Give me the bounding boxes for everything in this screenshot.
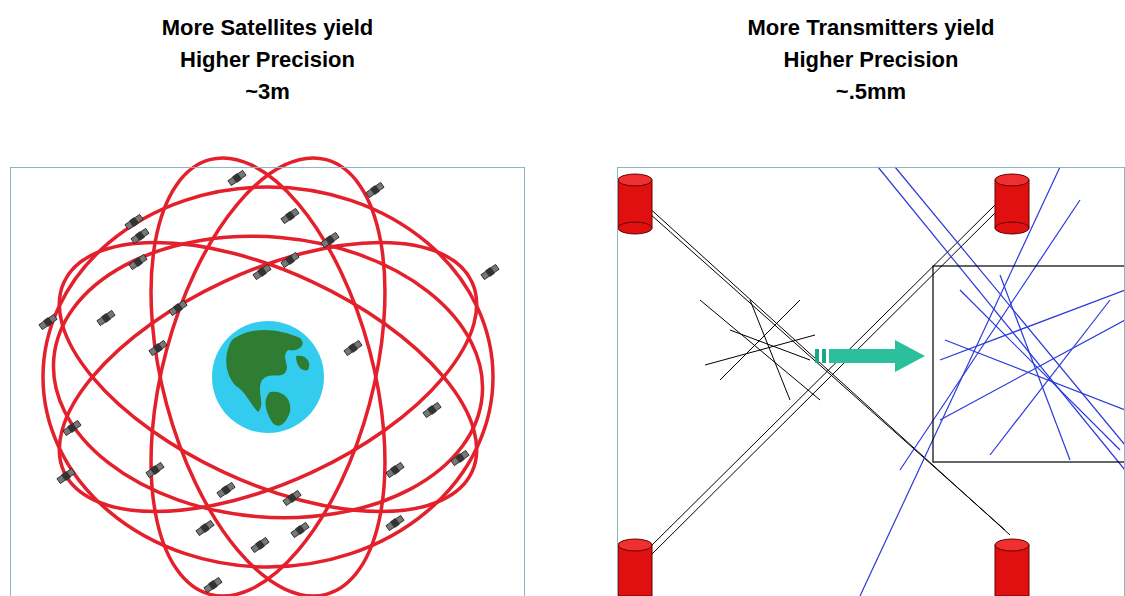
ranging-lines [640,200,1010,558]
earth-globe [212,321,324,433]
panel-heading: More Transmitters yield Higher Precision [721,12,1021,76]
panel-frame [617,167,1125,596]
precision-value: ~3m [10,76,525,108]
inset-box [933,266,1125,462]
figure-panel: More Satellites yield Higher Precision~3… [10,0,525,596]
panel-frame [10,167,525,596]
precision-value: ~.5mm [617,76,1125,108]
figure-panel: More Transmitters yield Higher Precision… [617,0,1125,596]
transmitter-towers [618,174,1029,596]
panel-heading: More Satellites yield Higher Precision [138,12,398,76]
satellites [38,170,499,594]
orbit-rings [20,132,517,596]
zoom-arrow [815,340,925,372]
zoomed-lines [860,167,1125,596]
